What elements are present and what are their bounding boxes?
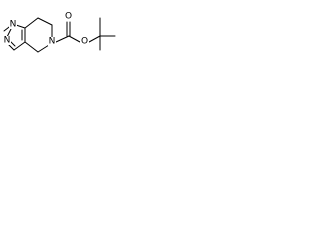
atom-n1: N bbox=[9, 20, 17, 30]
bond-c7a-c7 bbox=[24, 17, 39, 29]
atom-n2: N bbox=[3, 36, 11, 46]
atom-n5: N bbox=[48, 37, 56, 47]
bond-c7-c6 bbox=[37, 17, 53, 26]
atom-o-ester: O bbox=[80, 37, 89, 47]
atom-o-carbonyl: O bbox=[64, 12, 73, 22]
atom-o-ester-label: O bbox=[81, 37, 88, 47]
bond-c4-c3a bbox=[24, 41, 39, 53]
atom-n2-label: N bbox=[4, 36, 11, 46]
atom-n1-label: N bbox=[10, 20, 17, 30]
bond-n5-c-carbonyl bbox=[55, 35, 70, 43]
bond-n5-c4 bbox=[37, 44, 50, 53]
bond-o-ester-c-tert bbox=[88, 35, 101, 43]
atom-n5-label: N bbox=[49, 37, 56, 47]
atom-o-carbonyl-label: O bbox=[65, 12, 72, 22]
bond-c3a-c3 bbox=[13, 41, 26, 51]
molecule-structure-diagram: N N N O O bbox=[3, 12, 116, 53]
bond-c-carbonyl-o-ester bbox=[68, 35, 81, 43]
